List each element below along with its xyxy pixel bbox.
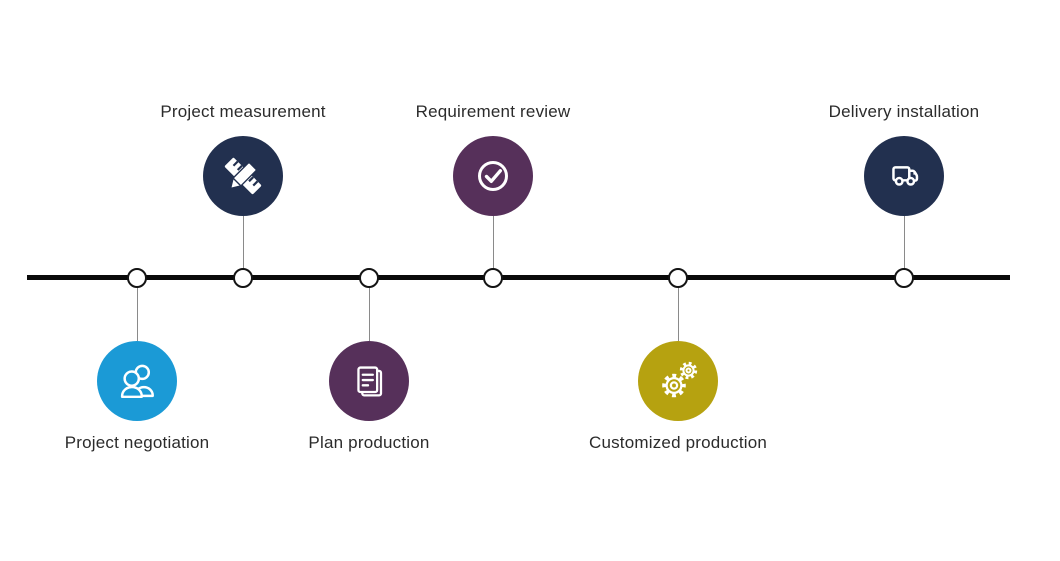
truck-icon [892, 166, 919, 186]
timeline-item-label: Requirement review [415, 102, 571, 121]
timeline-node [359, 268, 379, 288]
check-circle-icon [478, 161, 508, 191]
timeline-item-circle [453, 136, 533, 216]
timeline-axis-line [27, 275, 1010, 280]
timeline-item-label: Delivery installation [828, 102, 980, 121]
connector-line [242, 216, 244, 269]
timeline-item-label: Project negotiation [64, 433, 210, 452]
connector-line [492, 216, 494, 269]
timeline-item-circle [864, 136, 944, 216]
gears-icon [662, 361, 698, 398]
timeline-node [127, 268, 147, 288]
timeline-item-circle [203, 136, 283, 216]
timeline-node [894, 268, 914, 288]
timeline-item-circle [329, 341, 409, 421]
connector-line [677, 287, 679, 341]
people-icon [120, 364, 154, 399]
connector-line [368, 287, 370, 341]
timeline-item-label: Customized production [588, 433, 768, 452]
connector-line [136, 287, 138, 341]
timeline-item-circle [97, 341, 177, 421]
connector-line [903, 216, 905, 269]
timeline-node [483, 268, 503, 288]
documents-icon [357, 366, 383, 397]
timeline-item-label: Plan production [308, 433, 430, 452]
ruler-pencil-icon [224, 157, 262, 195]
timeline-item-label: Project measurement [160, 102, 326, 121]
timeline-item-circle [638, 341, 718, 421]
timeline-node [233, 268, 253, 288]
timeline-node [668, 268, 688, 288]
